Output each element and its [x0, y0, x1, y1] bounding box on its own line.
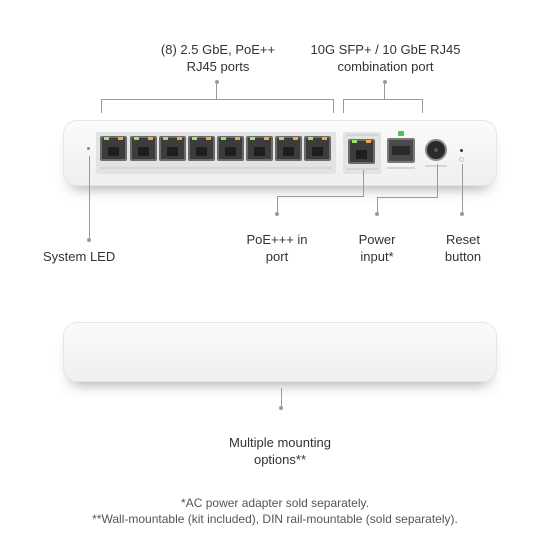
rj45-bracket-right — [333, 99, 334, 113]
switch-front-view — [63, 120, 497, 186]
sfp-port — [387, 138, 415, 163]
rj45-label-dot — [215, 80, 219, 84]
switch-back-view — [63, 322, 497, 382]
rj45-port-6 — [246, 136, 273, 161]
sfp-cage-inner — [392, 146, 410, 155]
reset-leader — [462, 164, 463, 214]
footnote-power-adapter: *AC power adapter sold separately. — [181, 496, 369, 510]
rj45-bracket-stem — [216, 82, 217, 100]
footnote-mounting: **Wall-mountable (kit included), DIN rai… — [92, 512, 458, 526]
poe-in-leader-v1 — [363, 170, 364, 196]
combo-bottom-strip — [346, 168, 378, 170]
poe-in-leader-dot — [275, 212, 279, 216]
power-leader-h — [377, 197, 438, 198]
combo-port-group — [343, 132, 381, 174]
rj45-port-2 — [130, 136, 157, 161]
power-jack-pin — [434, 148, 438, 152]
system-led-leader-dot — [87, 238, 91, 242]
reset-leader-dot — [460, 212, 464, 216]
mounting-leader-dot — [279, 406, 283, 410]
rj45-port-4 — [188, 136, 215, 161]
poe-in-leader-h — [277, 196, 364, 197]
poe-in-leader-v2 — [277, 196, 278, 214]
reset-label-mark — [459, 157, 464, 162]
rj45-bracket-top — [101, 99, 334, 100]
combo-port-label: 10G SFP+ / 10 GbE RJ45 combination port — [310, 42, 461, 74]
rj45-port-8 — [304, 136, 331, 161]
rj45-ports-label: (8) 2.5 GbE, PoE++ RJ45 ports — [160, 42, 276, 74]
combo-rj45-port — [348, 139, 375, 164]
port-label-strip — [100, 167, 332, 169]
power-leader-dot — [375, 212, 379, 216]
sfp-label-strip — [387, 167, 415, 169]
system-led-label: System LED — [43, 249, 116, 264]
mounting-leader — [281, 388, 282, 408]
reset-hole — [460, 149, 463, 152]
rj45-port-7 — [275, 136, 302, 161]
reset-button-label: Reset button — [444, 232, 482, 264]
power-label-strip — [425, 165, 447, 167]
combo-label-dot — [383, 80, 387, 84]
combo-bracket-left — [343, 99, 344, 113]
system-led-leader — [89, 156, 90, 240]
combo-bracket-right — [422, 99, 423, 113]
rj45-port-3 — [159, 136, 186, 161]
combo-bracket-top — [343, 99, 423, 100]
poe-in-port-label: PoE+++ in port — [246, 232, 308, 264]
sfp-led-indicator — [398, 131, 404, 136]
power-input-label: Power input* — [358, 232, 396, 264]
rj45-port-1 — [100, 136, 127, 161]
power-leader-v2 — [377, 197, 378, 214]
combo-bracket-stem — [384, 82, 385, 100]
rj45-port-group — [96, 132, 336, 174]
mounting-options-label: Multiple mounting options** — [229, 435, 331, 467]
rj45-bracket-left — [101, 99, 102, 113]
rj45-port-5 — [217, 136, 244, 161]
system-led-indicator — [87, 147, 90, 150]
power-jack — [425, 139, 447, 161]
power-leader-v1 — [437, 164, 438, 198]
combo-top-strip — [346, 134, 378, 136]
